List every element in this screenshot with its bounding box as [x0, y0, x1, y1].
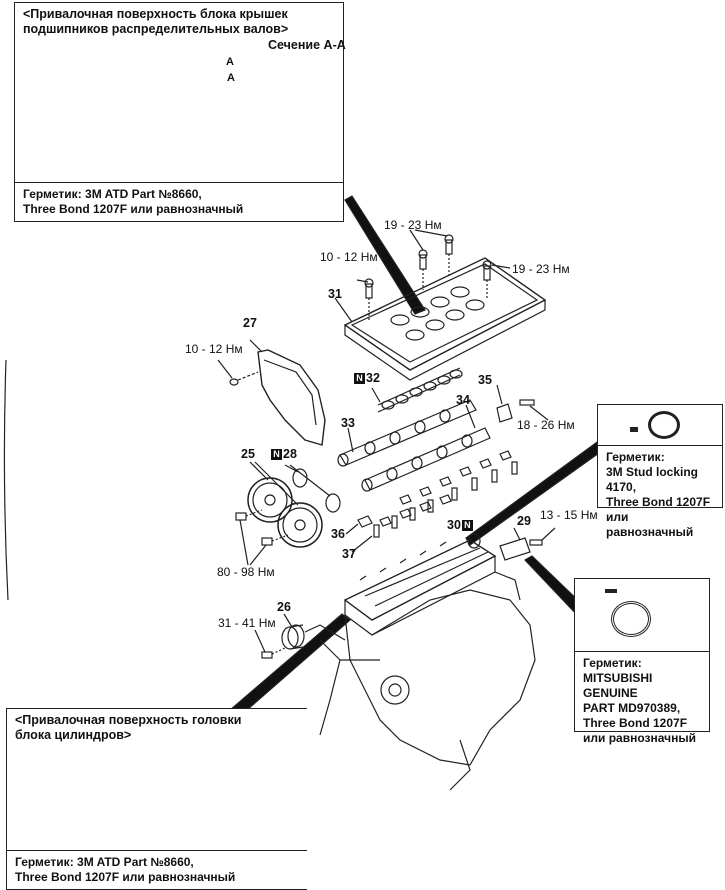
section-mark-a-2: A — [227, 72, 235, 84]
callout-wedge-right-upper — [465, 439, 607, 546]
callout-wedge-top — [344, 195, 426, 315]
note-line: Герметик: — [583, 656, 642, 670]
engine-block-drawing — [319, 571, 536, 791]
part-number-text: 30 — [447, 518, 461, 532]
sensor-oring-icon — [611, 601, 651, 637]
part-number-26: 26 — [277, 600, 291, 614]
page-edge-mark — [3, 359, 9, 601]
camshaft-sprockets-drawing — [235, 461, 323, 566]
torque-label: 13 - 15 Нм — [540, 508, 598, 522]
note-line: Three Bond 1207F — [583, 716, 688, 730]
torque-label: 80 - 98 Нм — [217, 565, 275, 579]
torque-label: 10 - 12 Нм — [185, 342, 243, 356]
torque-label: 18 - 26 Нм — [517, 418, 575, 432]
torque-label: 19 - 23 Нм — [512, 262, 570, 276]
sealant-note-line2: Three Bond 1207F или равнозначный — [23, 202, 244, 216]
valve-cover-drawing — [343, 257, 547, 381]
part-number-36: 36 — [331, 527, 345, 541]
stud-locking-note: Герметик: 3M Stud locking 4170, Three Bo… — [598, 445, 722, 544]
sealant-note-line1: Герметик: 3M ATD Part №8660, — [23, 187, 202, 201]
sealant-note: Герметик: 3M ATD Part №8660, Three Bond … — [15, 182, 343, 221]
note-line: PART MD970389, — [583, 701, 681, 715]
cylinder-head-drawing — [343, 539, 497, 636]
part-number-31: 31 — [328, 287, 342, 301]
note-line: или равнозначный — [606, 510, 694, 539]
torque-label: 31 - 41 Нм — [218, 616, 276, 630]
genuine-sealant-note: Герметик: MITSUBISHI GENUINE PART MD9703… — [575, 651, 709, 750]
part-number-33: 33 — [341, 416, 355, 430]
oil-seal-icon — [648, 411, 680, 439]
part-number-37: 37 — [342, 547, 356, 561]
part-number-29: 29 — [517, 514, 531, 528]
tensioner-pulley-drawing — [254, 613, 346, 659]
cam-position-sensor-drawing — [499, 537, 531, 561]
note-line: Three Bond 1207F — [606, 495, 711, 509]
bracket-bolt-drawing — [519, 399, 535, 406]
stud-icon — [630, 427, 638, 432]
inset-cylinder-head-surface: <Привалочная поверхность головки блока ц… — [6, 708, 307, 890]
rocker-arms-drawing — [345, 450, 518, 553]
oil-seal-drawing — [325, 493, 341, 513]
new-part-badge: N — [461, 520, 473, 531]
new-part-badge: N — [271, 449, 282, 460]
bracket-drawing — [496, 403, 513, 423]
part-number-27: 27 — [243, 316, 257, 330]
torque-label: 19 - 23 Нм — [384, 218, 442, 232]
part-number-34: 34 — [456, 393, 470, 407]
part-number-25: 25 — [241, 447, 255, 461]
part-number-text: 28 — [283, 447, 297, 461]
sealant-note: Герметик: 3M ATD Part №8660, Three Bond … — [7, 850, 307, 889]
inset-bearing-cap-surface: <Привалочная поверхность блока крышек по… — [14, 2, 344, 222]
new-part-badge: N — [354, 373, 365, 384]
cover-bolts-drawing — [334, 229, 511, 323]
sealant-tube-icon — [605, 589, 617, 593]
section-mark-a-1: A — [226, 56, 234, 68]
torque-label: 10 - 12 Нм — [320, 250, 378, 264]
part-number-text: 32 — [366, 371, 380, 385]
inset-genuine-sealant: Герметик: MITSUBISHI GENUINE PART MD9703… — [574, 578, 710, 745]
sealant-note-line1: Герметик: 3M ATD Part №8660, — [15, 855, 194, 869]
note-line: 3M Stud locking 4170, — [606, 465, 699, 494]
part-number-35: 35 — [478, 373, 492, 387]
timing-belt-cover-drawing — [217, 339, 326, 446]
inset-stud-locking-sealant: Герметик: 3M Stud locking 4170, Three Bo… — [597, 404, 723, 539]
cover-gasket-drawing — [371, 367, 463, 413]
section-aa-label: Сечение А-А — [268, 38, 346, 52]
sensor-bolt-drawing — [529, 539, 543, 546]
inset-heading: <Привалочная поверхность головки блока ц… — [15, 713, 242, 742]
camshafts-drawing — [337, 399, 491, 492]
note-line: Герметик: — [606, 450, 665, 464]
inset-heading: <Привалочная поверхность блока крышек по… — [23, 7, 289, 36]
sealant-note-line2: Three Bond 1207F или равнозначный — [15, 870, 236, 884]
note-line: MITSUBISHI GENUINE — [583, 671, 653, 700]
oil-seal-drawing — [292, 468, 308, 488]
note-line: или равнозначный — [583, 731, 696, 745]
